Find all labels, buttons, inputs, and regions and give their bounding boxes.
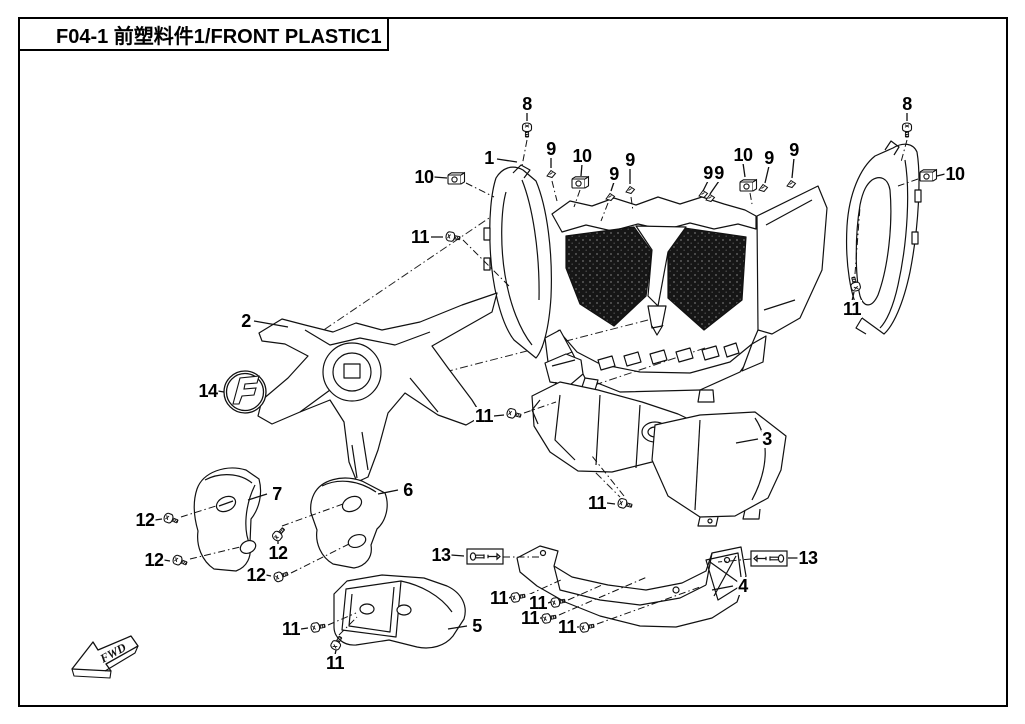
part-3-center-duct xyxy=(531,353,787,527)
title-box: F04-1 前塑料件1/FRONT PLASTIC1 xyxy=(18,17,389,51)
callout-9: 9 xyxy=(763,148,775,168)
page-border xyxy=(18,17,1008,707)
callout-10: 10 xyxy=(571,146,593,166)
callout-11: 11 xyxy=(841,299,863,319)
callout-12: 12 xyxy=(245,565,267,585)
callout-10: 10 xyxy=(413,167,435,187)
grille-mesh-left xyxy=(565,226,653,327)
callout-7: 7 xyxy=(271,484,283,504)
callout-10: 10 xyxy=(732,145,754,165)
callout-11: 11 xyxy=(409,227,431,247)
part-7-cover-left xyxy=(193,467,262,572)
callout-13: 13 xyxy=(797,548,819,568)
callout-12: 12 xyxy=(134,510,156,530)
part-2-front-fascia xyxy=(257,292,498,483)
callout-9: 9 xyxy=(788,140,800,160)
callout-6: 6 xyxy=(402,480,414,500)
leader-lines xyxy=(154,112,946,656)
callout-8: 8 xyxy=(901,94,913,114)
callout-9: 9 xyxy=(713,163,725,183)
page-title: F04-1 前塑料件1/FRONT PLASTIC1 xyxy=(56,25,382,48)
callout-11: 11 xyxy=(586,493,608,513)
callout-9: 9 xyxy=(608,164,620,184)
part-6-cover-right xyxy=(310,477,388,569)
callout-12: 12 xyxy=(267,543,289,563)
callout-9: 9 xyxy=(624,150,636,170)
callout-11: 11 xyxy=(556,617,578,637)
callout-13: 13 xyxy=(430,545,452,565)
callout-14: 14 xyxy=(197,381,219,401)
callout-2: 2 xyxy=(240,311,252,331)
callout-11: 11 xyxy=(473,406,495,426)
part-1-headlight-pod-left xyxy=(483,164,552,359)
grille-assembly xyxy=(544,185,828,403)
callout-9: 9 xyxy=(545,139,557,159)
callout-9: 9 xyxy=(702,163,714,183)
callout-11: 11 xyxy=(488,588,510,608)
callout-12: 12 xyxy=(143,550,165,570)
callout-11: 11 xyxy=(519,608,541,628)
callout-11: 11 xyxy=(324,653,346,673)
callout-11: 11 xyxy=(280,619,302,639)
callout-3: 3 xyxy=(761,429,773,449)
callout-1: 1 xyxy=(483,148,495,168)
part-14-emblem xyxy=(223,370,267,414)
callout-10: 10 xyxy=(944,164,966,184)
callout-5: 5 xyxy=(471,616,483,636)
part-5-bracket xyxy=(333,574,466,649)
callout-8: 8 xyxy=(521,94,533,114)
headlight-pod-right xyxy=(846,140,922,335)
callout-4: 4 xyxy=(737,576,749,596)
callout-11: 11 xyxy=(527,593,549,613)
